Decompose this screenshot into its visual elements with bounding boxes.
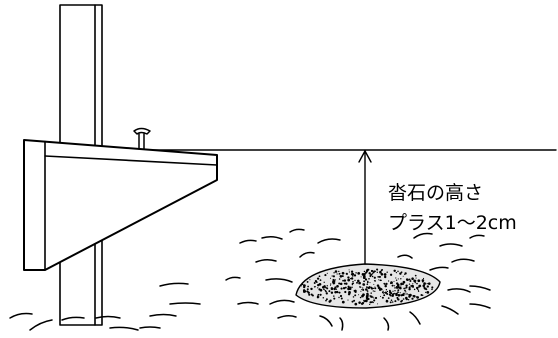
annotation-line-2: プラス1〜2cm xyxy=(388,212,517,234)
ground-strokes xyxy=(9,228,491,331)
batter-board xyxy=(23,139,218,271)
gravel-texture xyxy=(300,268,434,306)
gravel-pile xyxy=(295,263,441,309)
nail xyxy=(133,127,151,150)
annotation-line-1: 沓石の高さ xyxy=(388,182,484,204)
